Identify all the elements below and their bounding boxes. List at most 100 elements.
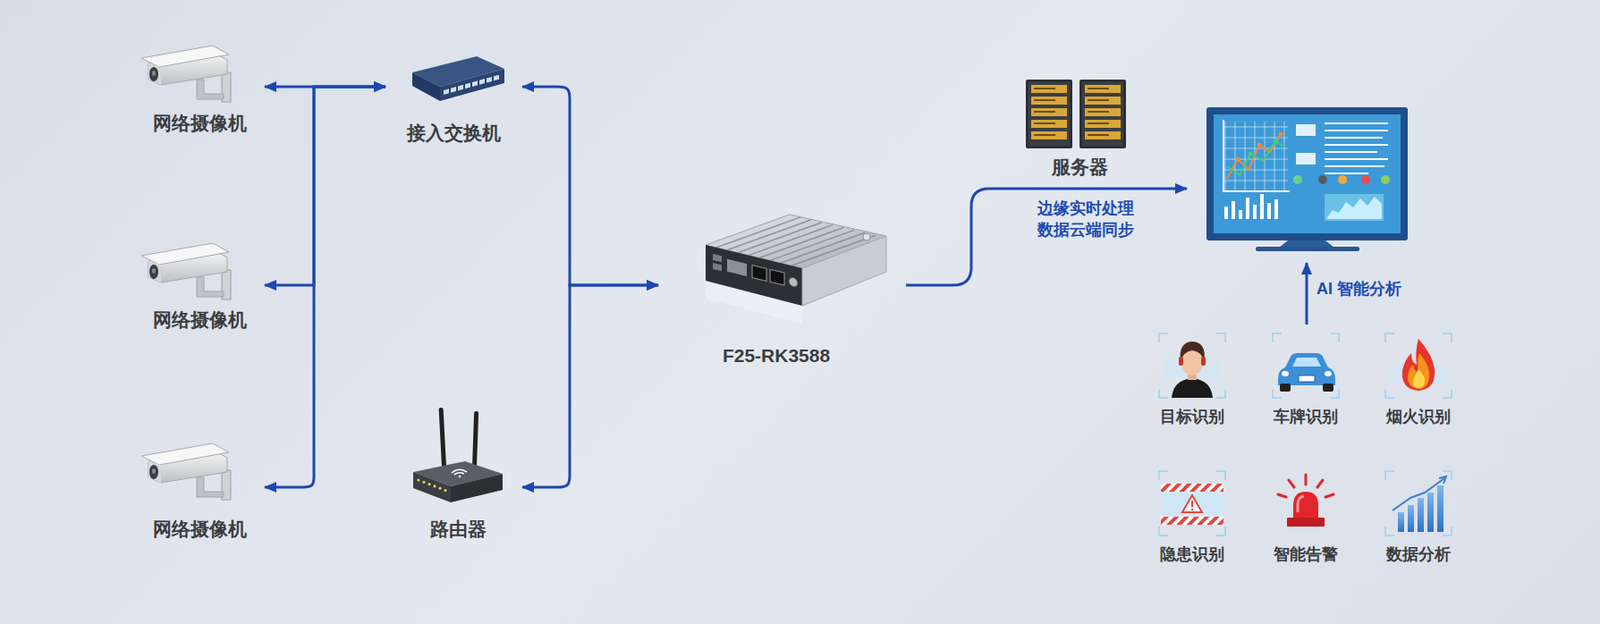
server-icon bbox=[1031, 108, 1067, 117]
camera-node: 网络摄像机 bbox=[134, 44, 265, 135]
car-icon bbox=[1298, 375, 1315, 382]
edge-computer-illustration bbox=[759, 228, 844, 259]
edge-computer-illustration bbox=[712, 253, 798, 290]
server-icon bbox=[1028, 82, 1070, 146]
monitor-illustration bbox=[1223, 126, 1288, 128]
monitor-illustration bbox=[1273, 139, 1279, 144]
switch-icon bbox=[472, 80, 478, 87]
fire-icon bbox=[1413, 369, 1425, 389]
monitor-illustration bbox=[1295, 124, 1316, 136]
edge-computer-illustration bbox=[770, 269, 785, 286]
camera-icon bbox=[141, 243, 231, 300]
server-icon bbox=[1031, 131, 1067, 140]
statistics-icon bbox=[1392, 478, 1445, 511]
server-icon bbox=[1084, 119, 1121, 128]
monitor-illustration bbox=[1274, 199, 1279, 220]
alarm-icon bbox=[1288, 480, 1295, 488]
function-node: 车牌识别 bbox=[1261, 329, 1351, 428]
alarm-icon bbox=[1325, 494, 1334, 498]
monitor-illustration bbox=[1318, 175, 1328, 185]
switch-icon bbox=[465, 83, 471, 90]
server-icon bbox=[1079, 79, 1126, 149]
monitor-illustration bbox=[1257, 143, 1262, 148]
edge-computer-illustration bbox=[752, 265, 767, 282]
server-icon bbox=[1025, 79, 1126, 149]
data-flow-arrow bbox=[905, 188, 1187, 286]
monitor-illustration bbox=[1231, 201, 1236, 220]
camera-node: 网络摄像机 bbox=[134, 438, 265, 541]
server-icon bbox=[1084, 131, 1121, 140]
function-node: 智能告警 bbox=[1261, 466, 1351, 566]
hazard-icon bbox=[1191, 508, 1194, 511]
hazard-icon bbox=[1160, 493, 1224, 516]
statistics-icon bbox=[1439, 476, 1447, 484]
monitor-illustration bbox=[1324, 136, 1383, 139]
alarm-icon bbox=[1293, 491, 1319, 518]
statistics-icon bbox=[1407, 505, 1414, 533]
monitor-illustration bbox=[1337, 175, 1347, 185]
monitor-illustration bbox=[1295, 152, 1316, 165]
hazard-icon bbox=[1160, 483, 1224, 492]
person-icon bbox=[1171, 378, 1213, 398]
monitor-illustration bbox=[1361, 175, 1371, 185]
analysis-arrow bbox=[1305, 262, 1309, 325]
monitor-illustration bbox=[1252, 204, 1257, 220]
server-icon bbox=[1033, 99, 1056, 102]
node-label: 网络摄像机 bbox=[152, 111, 247, 135]
hazard-icon bbox=[1160, 516, 1224, 525]
network-connector bbox=[522, 285, 659, 488]
function-node: 数据分析 bbox=[1373, 466, 1464, 566]
network-connector bbox=[264, 86, 386, 488]
camera-icon bbox=[141, 45, 231, 102]
monitor-illustration bbox=[1324, 151, 1378, 153]
switch-icon bbox=[479, 78, 485, 85]
statistics-icon bbox=[1385, 471, 1452, 536]
flow-label: AI 智能分析 bbox=[1316, 279, 1402, 300]
switch-icon bbox=[443, 75, 500, 95]
monitor-illustration bbox=[1248, 152, 1253, 157]
monitor-illustration bbox=[1213, 114, 1401, 234]
server-icon bbox=[1079, 79, 1126, 149]
router-icon bbox=[432, 484, 436, 488]
node-label: 隐患识别 bbox=[1159, 545, 1225, 566]
person-icon bbox=[1180, 341, 1205, 363]
monitor-illustration bbox=[1224, 194, 1279, 220]
router-icon bbox=[427, 482, 431, 486]
monitor-illustration bbox=[1380, 175, 1390, 185]
node-label: 目标识别 bbox=[1159, 407, 1225, 428]
server-icon bbox=[1087, 134, 1109, 136]
switch-icon bbox=[486, 76, 492, 84]
statistics-icon bbox=[1397, 512, 1405, 533]
edge-computer-illustration bbox=[716, 217, 801, 248]
monitor-illustration bbox=[1278, 132, 1284, 137]
network-connector bbox=[522, 86, 659, 286]
router-icon bbox=[416, 478, 420, 482]
router-icon bbox=[413, 407, 503, 503]
monitor-illustration bbox=[1206, 107, 1408, 252]
monitor-illustration bbox=[1324, 158, 1389, 161]
server-node: 服务器 bbox=[1019, 76, 1141, 178]
switch-icon bbox=[443, 88, 449, 95]
edge-computer-illustration bbox=[727, 259, 747, 277]
node-label: 数据分析 bbox=[1386, 545, 1451, 566]
edge-computer-illustration bbox=[737, 222, 822, 254]
router-icon bbox=[422, 481, 425, 484]
function-node: 目标识别 bbox=[1147, 329, 1237, 428]
server-icon bbox=[1033, 110, 1056, 113]
edge-computer-illustration bbox=[712, 253, 722, 263]
monitor-illustration bbox=[1223, 180, 1288, 182]
node-label: 服务器 bbox=[1051, 155, 1109, 178]
switch-icon bbox=[412, 56, 505, 102]
statistics-icon bbox=[1417, 498, 1424, 533]
switch-icon bbox=[450, 86, 457, 94]
alarm-icon bbox=[1317, 480, 1323, 488]
car-icon bbox=[1281, 371, 1289, 377]
node-label: 烟火识别 bbox=[1386, 407, 1451, 428]
person-icon bbox=[1178, 356, 1184, 366]
node-label: F25-RK3588 bbox=[722, 344, 830, 367]
monitor-illustration bbox=[1224, 206, 1228, 220]
car-icon bbox=[1272, 333, 1339, 398]
switch-icon bbox=[412, 72, 441, 102]
